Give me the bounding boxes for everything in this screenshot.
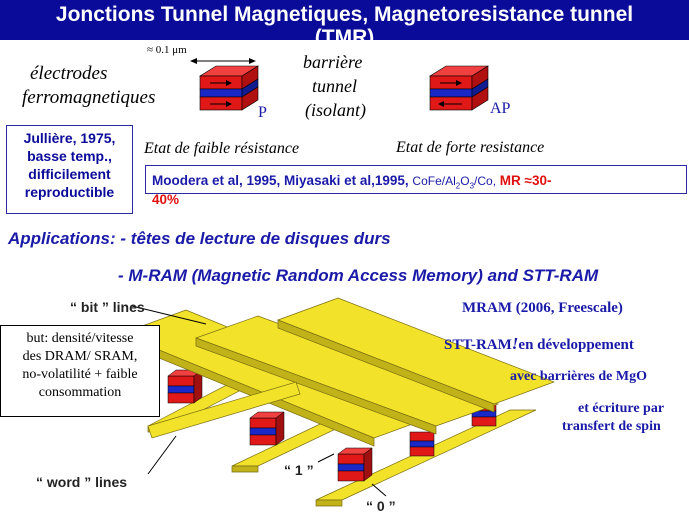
one-leader bbox=[317, 453, 335, 463]
page-title: Jonctions Tunnel Magnetiques, Magnetores… bbox=[55, 3, 634, 26]
high-resistance-label: Etat de forte resistance bbox=[396, 139, 545, 156]
mr-value: MR ≈30- bbox=[499, 173, 552, 188]
moodera-material: CoFe/Al2O3/Co, bbox=[412, 174, 497, 191]
page-title-cont: (TMR) bbox=[314, 26, 375, 41]
stt-rest: en développement bbox=[518, 337, 634, 353]
goal-line-4: consommation bbox=[38, 385, 122, 400]
julliere-line-2: basse temp., bbox=[27, 148, 112, 164]
write-note-2: transfert de spin bbox=[562, 419, 661, 434]
moodera-authors: Moodera et al, 1995, Miyasaki et al,1995… bbox=[152, 173, 409, 188]
mgo-note: avec barrières de MgO bbox=[510, 369, 647, 384]
material-co: /Co, bbox=[474, 174, 497, 188]
cell-1 bbox=[167, 369, 203, 404]
scale-arrow bbox=[190, 58, 256, 64]
low-resistance-label: Etat de faible résistance bbox=[144, 140, 300, 157]
junction-stack-ap bbox=[428, 65, 490, 111]
material-o: O bbox=[460, 174, 470, 188]
julliere-line-1: Jullière, 1975, bbox=[23, 130, 116, 146]
goal-box: but: densité/vitesse des DRAM/ SRAM, no-… bbox=[0, 325, 160, 417]
write-note-1: et écriture par bbox=[578, 401, 665, 416]
barrier-label-3: (isolant) bbox=[305, 100, 366, 120]
title-bar: Jonctions Tunnel Magnetiques, Magnetores… bbox=[0, 0, 689, 40]
electrodes-label-1: électrodes bbox=[30, 63, 108, 84]
barrier-label-2: tunnel bbox=[312, 76, 357, 96]
applications-line-1: Applications: - têtes de lecture de disq… bbox=[8, 229, 391, 248]
cell-3 bbox=[337, 447, 373, 482]
goal-line-1: but: densité/vitesse bbox=[26, 331, 134, 346]
goal-line-2: des DRAM/ SRAM, bbox=[22, 349, 138, 364]
mram-array-diagram bbox=[119, 297, 555, 507]
electrodes-label-2: ferromagnetiques bbox=[22, 87, 156, 108]
goal-line-3: no-volatilité + faible bbox=[22, 367, 138, 382]
bit-line-2 bbox=[194, 315, 500, 435]
state-p-label: P bbox=[258, 104, 267, 121]
julliere-box: Jullière, 1975, basse temp., difficileme… bbox=[6, 125, 133, 214]
one-label: “ 1 ” bbox=[284, 462, 314, 478]
scale-label: ≈ 0.1 μm bbox=[147, 44, 187, 56]
zero-label: “ 0 ” bbox=[366, 498, 396, 514]
cell-2 bbox=[249, 411, 285, 446]
word-lines-leader bbox=[147, 435, 177, 475]
mram-note: MRAM (2006, Freescale) bbox=[462, 300, 623, 316]
word-lines-label: “ word ” lines bbox=[36, 474, 128, 490]
cell-8 bbox=[409, 431, 435, 457]
moodera-line: Moodera et al, 1995, Miyasaki et al,1995… bbox=[152, 173, 551, 190]
moodera-box bbox=[145, 165, 687, 194]
junction-stack-p bbox=[198, 65, 260, 111]
julliere-line-4: reproductible bbox=[24, 184, 115, 200]
material-cofe-al: CoFe/Al bbox=[412, 174, 456, 188]
applications-line-2: - M-RAM (Magnetic Random Access Memory) … bbox=[118, 266, 599, 285]
stt-note: STT-RAM!en développement bbox=[444, 334, 634, 354]
mr-value-end: 40% bbox=[152, 192, 180, 207]
bit-lines-leader bbox=[131, 305, 207, 325]
state-ap-label: AP bbox=[490, 100, 511, 117]
barrier-label-1: barrière bbox=[303, 52, 363, 72]
word-line-front bbox=[147, 381, 301, 439]
stt-label: STT-RAM bbox=[444, 337, 512, 353]
bit-line-3 bbox=[277, 297, 555, 413]
julliere-line-3: difficilement bbox=[28, 166, 111, 182]
material-sub-2: 3 bbox=[469, 181, 475, 191]
bit-lines-label: “ bit ” lines bbox=[70, 299, 145, 315]
zero-leader bbox=[371, 483, 387, 497]
material-sub-1: 2 bbox=[455, 181, 461, 191]
stt-mark: ! bbox=[511, 334, 519, 353]
